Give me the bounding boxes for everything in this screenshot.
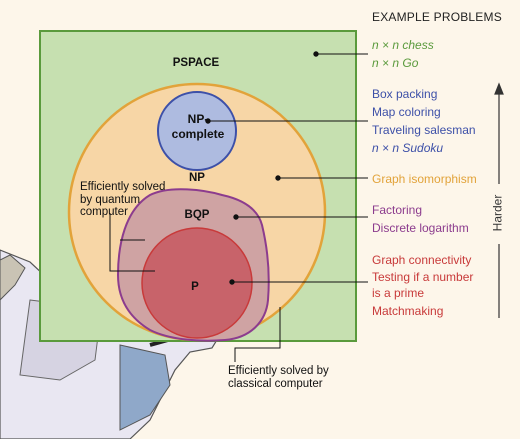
problem-npc-2: Map coloring	[372, 105, 441, 119]
quantum-caption-line2: by quantum	[80, 194, 141, 206]
np-complete-region	[157, 91, 237, 171]
problem-pspace-1: n × n chess	[372, 38, 434, 52]
bqp-label: BQP	[184, 209, 210, 221]
pointer-lines	[109, 51, 368, 362]
pspace-label: PSPACE	[172, 57, 220, 69]
difficulty-arrow	[494, 82, 504, 318]
problem-p-2: Testing if a number	[372, 270, 474, 284]
problem-np-1: Graph isomorphism	[372, 172, 477, 186]
quantum-caption-line3: computer	[80, 206, 128, 218]
np-label: NP	[189, 172, 205, 184]
quantum-caption-line1: Efficiently solved	[80, 181, 166, 193]
p-region	[141, 227, 253, 339]
np-complete-label-line1: NP-	[187, 112, 209, 126]
problem-npc-3: Traveling salesman	[372, 123, 476, 137]
problem-p-1: Graph connectivity	[372, 253, 472, 267]
np-complete-label-line2: complete	[171, 127, 225, 141]
example-problems-heading: EXAMPLE PROBLEMS	[372, 10, 502, 24]
problem-npc-1: Box packing	[372, 87, 438, 101]
harder-axis-label: Harder	[490, 194, 505, 232]
problem-npc-4: n × n Sudoku	[372, 141, 444, 155]
problem-bqp-1: Factoring	[372, 203, 423, 217]
problem-bqp-2: Discrete logarithm	[372, 221, 469, 235]
problem-p-3: is a prime	[372, 286, 425, 300]
classical-caption-line2: classical computer	[228, 378, 323, 390]
problem-pspace-2: n × n Go	[372, 56, 419, 70]
problem-p-4: Matchmaking	[372, 304, 444, 318]
p-label: P	[191, 281, 199, 293]
classical-caption-line1: Efficiently solved by	[228, 365, 329, 377]
